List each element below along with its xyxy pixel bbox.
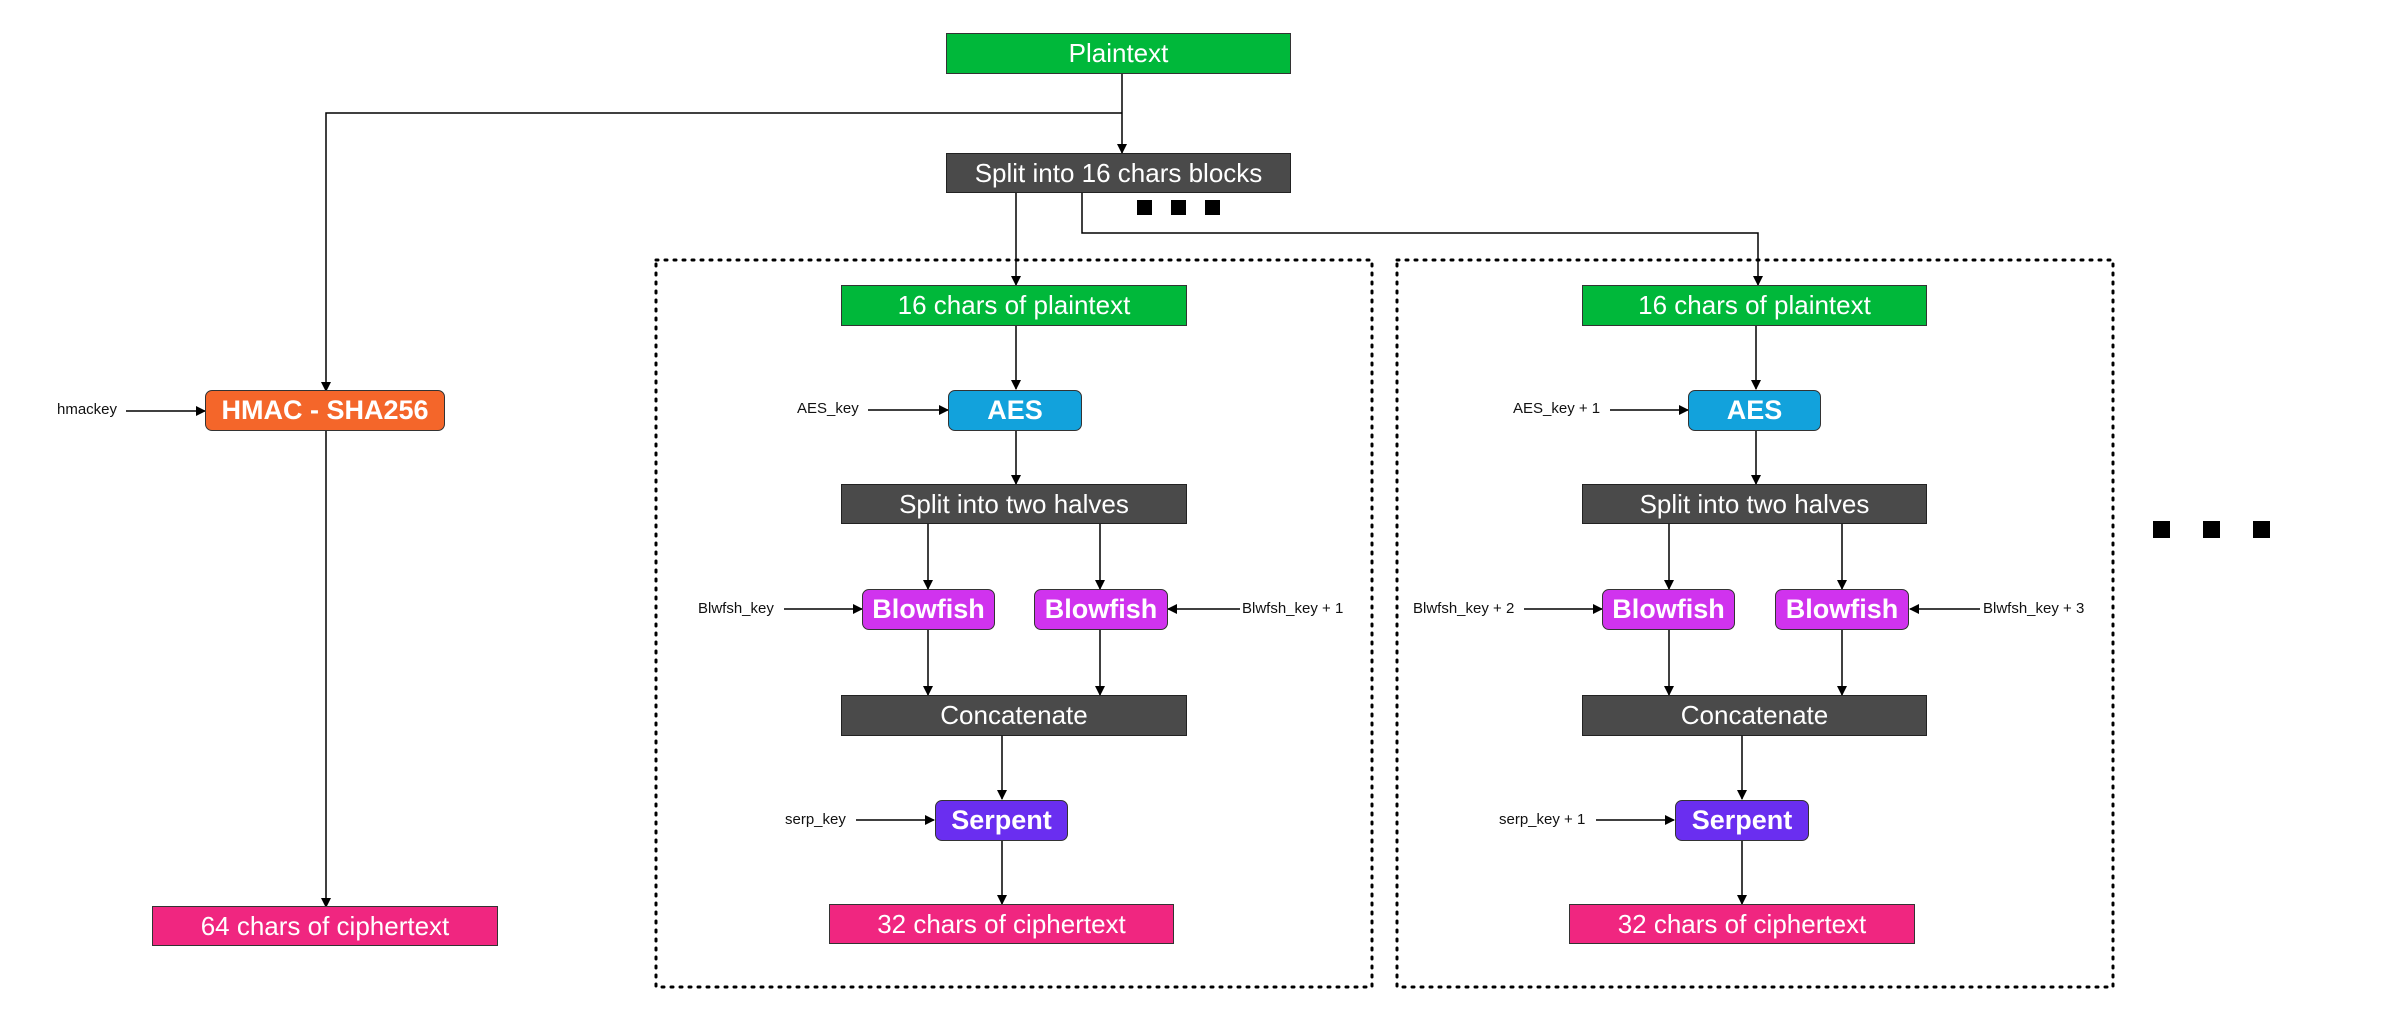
b1-output-node: 32 chars of ciphertext xyxy=(829,904,1174,944)
b2-aes-key-label: AES_key + 1 xyxy=(1513,400,1601,417)
b1-aes-key-label: AES_key xyxy=(797,400,859,417)
arrow-plaintext-to-hmac xyxy=(321,112,1122,392)
b1-serpent-key-label: serp_key xyxy=(785,811,846,828)
b2-aes-node: AES xyxy=(1688,390,1821,431)
b1-serpent-node: Serpent xyxy=(935,800,1068,841)
b2-blowfish-left-key-label: Blwfsh_key + 2 xyxy=(1413,600,1515,617)
b2-concat-node: Concatenate xyxy=(1582,695,1927,736)
hmac-output-node: 64 chars of ciphertext xyxy=(152,906,498,946)
plaintext-node: Plaintext xyxy=(946,33,1291,74)
b1-input-node: 16 chars of plaintext xyxy=(841,285,1187,326)
ellipsis-dot xyxy=(2203,521,2220,538)
b1-split-node: Split into two halves xyxy=(841,484,1187,524)
ellipsis-dot xyxy=(2153,521,2170,538)
b2-blowfish-left-node: Blowfish xyxy=(1602,589,1735,630)
block1-container xyxy=(654,258,1374,989)
b1-aes-node: AES xyxy=(948,390,1082,431)
b2-serpent-key-label: serp_key + 1 xyxy=(1499,811,1586,828)
b2-input-node: 16 chars of plaintext xyxy=(1582,285,1927,326)
split-blocks-node: Split into 16 chars blocks xyxy=(946,153,1291,193)
hmackey-label: hmackey xyxy=(57,401,118,418)
ellipsis-dot xyxy=(1205,200,1220,215)
b1-concat-node: Concatenate xyxy=(841,695,1187,736)
b1-blowfish-left-key-label: Blwfsh_key xyxy=(698,600,774,617)
b2-serpent-node: Serpent xyxy=(1675,800,1809,841)
block2-container xyxy=(1395,258,2115,989)
b2-blowfish-right-node: Blowfish xyxy=(1775,589,1909,630)
ellipsis-dot xyxy=(1137,200,1152,215)
b2-output-node: 32 chars of ciphertext xyxy=(1569,904,1915,944)
b1-blowfish-right-key-label: Blwfsh_key + 1 xyxy=(1242,600,1344,617)
b2-split-node: Split into two halves xyxy=(1582,484,1927,524)
hmac-node: HMAC - SHA256 xyxy=(205,390,445,431)
b1-blowfish-right-node: Blowfish xyxy=(1034,589,1168,630)
ellipsis-dot xyxy=(2253,521,2270,538)
ellipsis-dot xyxy=(1171,200,1186,215)
b1-blowfish-left-node: Blowfish xyxy=(862,589,995,630)
b2-blowfish-right-key-label: Blwfsh_key + 3 xyxy=(1983,600,2085,617)
